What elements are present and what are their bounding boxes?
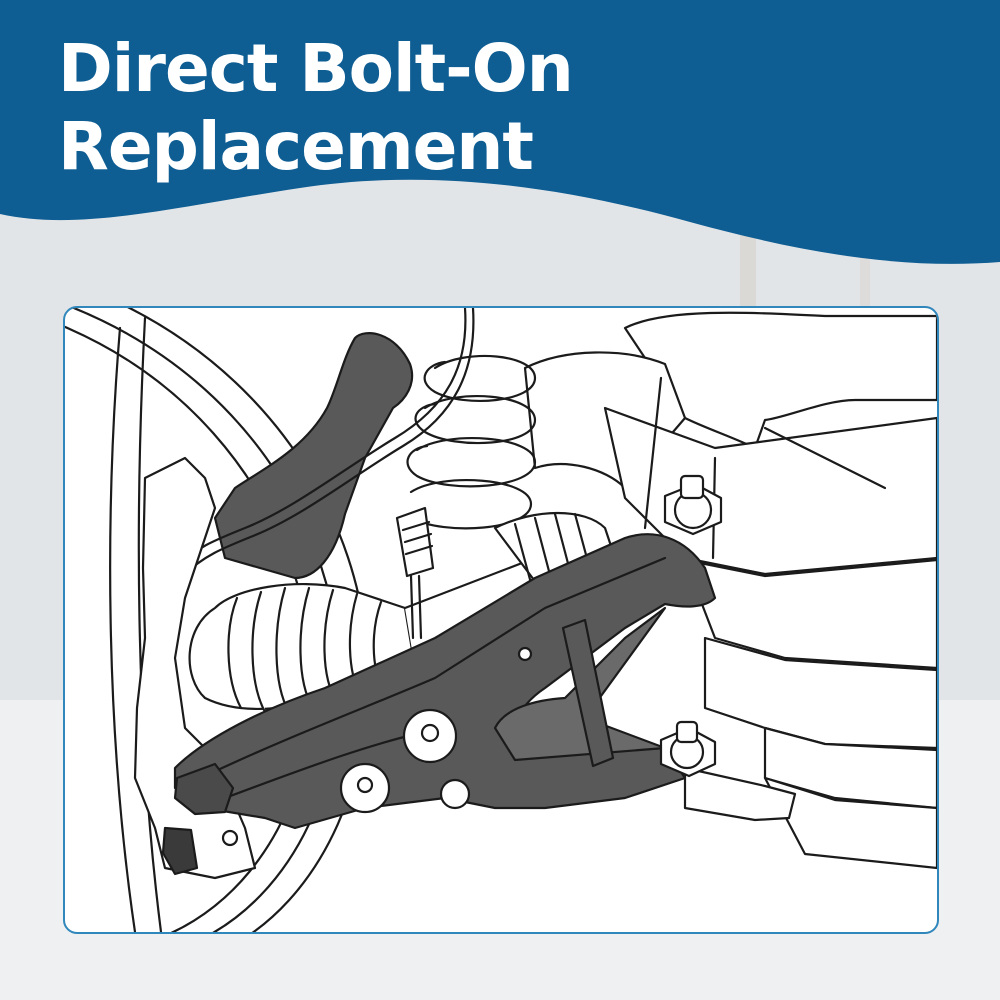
frame-bolts xyxy=(659,474,723,778)
nut-lower-stud xyxy=(675,720,699,744)
arm-strut xyxy=(561,618,615,768)
header-banner xyxy=(0,0,1000,264)
sway-bar-link xyxy=(395,506,435,640)
knuckle-hole xyxy=(221,829,239,847)
steering-knuckle xyxy=(133,456,257,880)
ball-joint xyxy=(173,762,235,816)
wheel-rotor xyxy=(65,308,370,932)
bolt-hole-4 xyxy=(517,646,533,662)
coil-spring xyxy=(406,354,537,530)
brake-line xyxy=(173,308,467,570)
page-title: Direct Bolt-On Replacement xyxy=(58,30,574,186)
title-line-1: Direct Bolt-On xyxy=(58,30,574,107)
bolt-stud-1 xyxy=(420,723,440,743)
rear-bushing xyxy=(683,766,797,822)
illustration-frame xyxy=(63,306,939,934)
brake-line-2 xyxy=(181,308,475,578)
arm-rib xyxy=(203,556,667,778)
title-line-2: Replacement xyxy=(58,108,534,185)
bolt-hole-3 xyxy=(439,778,471,810)
abs-sensor xyxy=(161,826,199,876)
upper-control-arm xyxy=(213,332,414,580)
nut-upper-stud xyxy=(679,474,705,500)
bolt-stud-2 xyxy=(356,776,374,794)
suspension-illustration xyxy=(65,308,937,932)
arm-bolts xyxy=(339,646,533,814)
